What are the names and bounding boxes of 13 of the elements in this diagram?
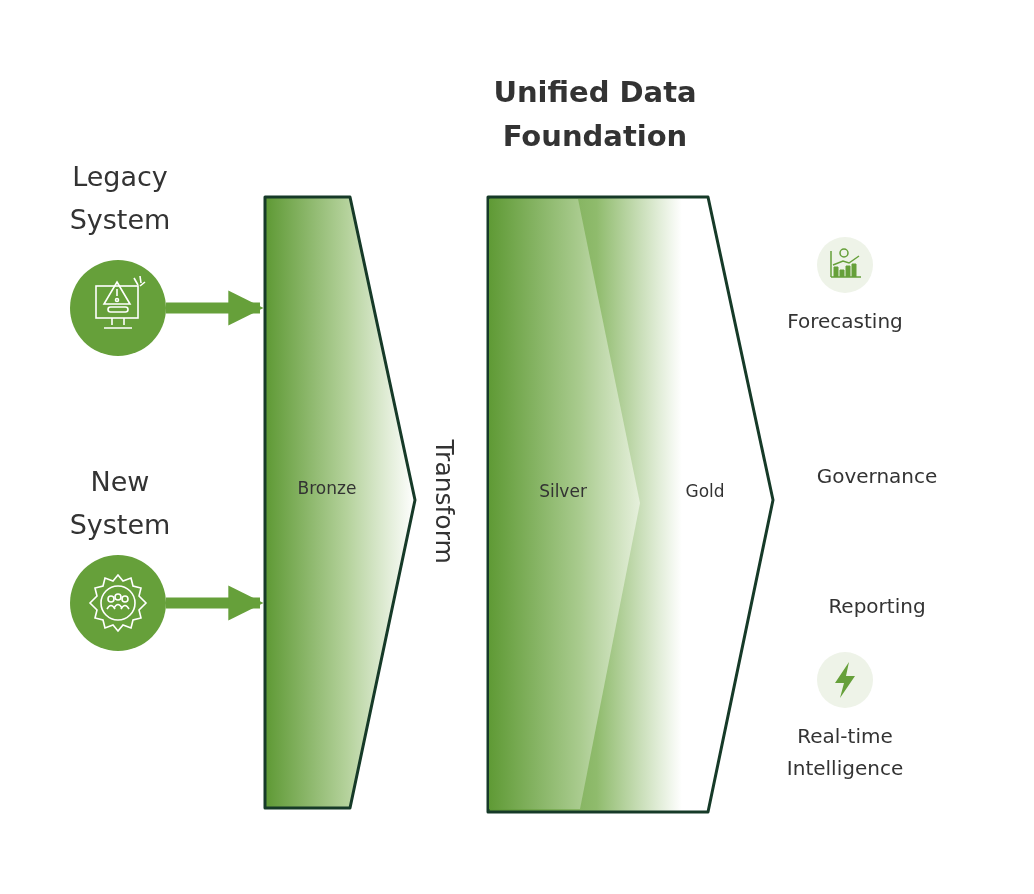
arrow: [166, 585, 264, 621]
capability-label: Real-time Intelligence: [785, 723, 905, 782]
layer-label: Silver: [538, 481, 588, 501]
system-label: Legacy System: [68, 160, 172, 237]
layer-label: Gold: [684, 481, 726, 501]
capability-label: Reporting: [827, 593, 927, 620]
capability-label: Forecasting: [786, 308, 904, 335]
capability-label: Governance: [815, 463, 939, 490]
transform-label: Transform: [429, 439, 459, 560]
layer-label: Bronze: [296, 478, 358, 498]
arrow: [166, 290, 264, 326]
system-label: New System: [68, 465, 172, 542]
section-title: Unified Data Foundation: [492, 74, 698, 155]
